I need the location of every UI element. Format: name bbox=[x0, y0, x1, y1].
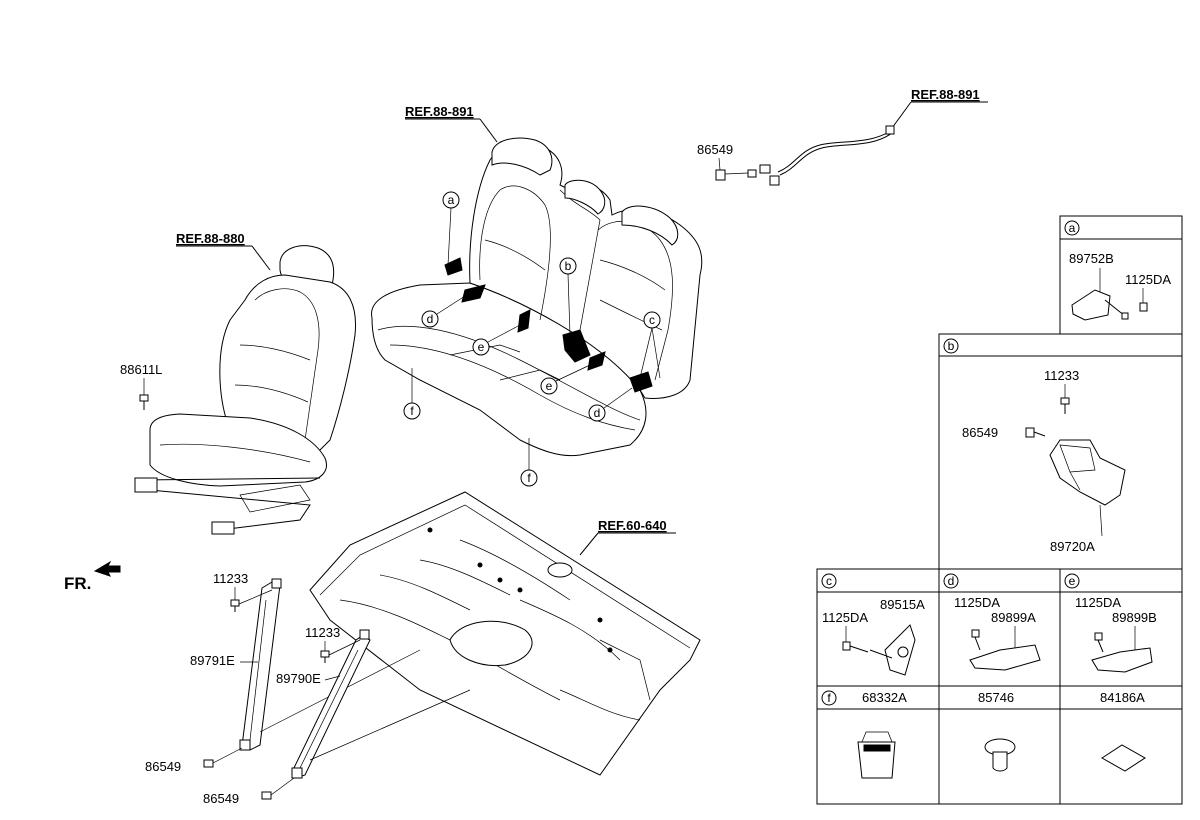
marker-a: a bbox=[442, 191, 460, 266]
svg-text:85746: 85746 bbox=[978, 690, 1014, 705]
seat-markers: a b c d d e e bbox=[403, 191, 661, 487]
detail-panel-e: e 1125DA 89899B bbox=[1059, 568, 1183, 687]
svg-text:e: e bbox=[546, 379, 553, 393]
floor-panel-illustration: REF.60-640 bbox=[309, 491, 701, 776]
svg-text:89752B: 89752B bbox=[1069, 251, 1114, 266]
marker-b: b bbox=[559, 257, 577, 336]
svg-text:11233: 11233 bbox=[305, 625, 340, 640]
svg-text:f: f bbox=[410, 404, 414, 418]
wire-harness: REF.88-891 86549 bbox=[697, 87, 988, 186]
svg-text:84186A: 84186A bbox=[1100, 690, 1145, 705]
svg-text:11233: 11233 bbox=[1044, 368, 1079, 383]
marker-e-2: e bbox=[540, 364, 591, 395]
svg-text:FR.: FR. bbox=[64, 574, 91, 593]
svg-text:88611L: 88611L bbox=[120, 362, 162, 377]
svg-text:d: d bbox=[594, 406, 601, 420]
ref-rear-seat: REF.88-891 bbox=[405, 104, 498, 143]
marker-d-1: d bbox=[421, 295, 466, 328]
svg-text:c: c bbox=[649, 313, 655, 327]
svg-text:e: e bbox=[478, 340, 485, 354]
marker-e-1: e bbox=[472, 324, 521, 356]
detail-panel-b: b 11233 86549 89720A bbox=[938, 333, 1183, 570]
svg-text:68332A: 68332A bbox=[862, 690, 907, 705]
svg-text:89791E: 89791E bbox=[190, 653, 235, 668]
marker-f-1: f bbox=[403, 368, 421, 420]
strap-89791e: 11233 89791E 86549 bbox=[145, 571, 421, 774]
detail-panel-a: a 89752B 1125DA bbox=[1059, 215, 1183, 335]
svg-text:REF.88-891: REF.88-891 bbox=[405, 104, 474, 119]
marker-d-2: d bbox=[588, 387, 633, 422]
svg-text:86549: 86549 bbox=[962, 425, 998, 440]
svg-text:d: d bbox=[948, 574, 955, 588]
detail-panel-f: f 68332A bbox=[816, 685, 940, 805]
marker-f-2: f bbox=[520, 438, 538, 487]
svg-text:b: b bbox=[948, 339, 955, 353]
svg-text:a: a bbox=[1069, 221, 1076, 235]
svg-text:86549: 86549 bbox=[203, 791, 239, 806]
svg-text:86549: 86549 bbox=[145, 759, 181, 774]
svg-text:f: f bbox=[527, 471, 531, 485]
detail-panel-85746: 85746 bbox=[938, 685, 1061, 805]
svg-text:1125DA: 1125DA bbox=[822, 610, 868, 625]
marker-c: c bbox=[639, 311, 661, 379]
detail-panel-84186a: 84186A bbox=[1059, 685, 1183, 805]
strap-89790e: 11233 89790E 86549 bbox=[203, 625, 471, 806]
detail-panel-c: c 1125DA 89515A bbox=[816, 568, 940, 687]
front-direction: FR. bbox=[64, 560, 121, 593]
svg-text:f: f bbox=[827, 691, 831, 705]
svg-text:11233: 11233 bbox=[213, 571, 248, 586]
svg-text:REF.60-640: REF.60-640 bbox=[598, 518, 667, 533]
svg-text:c: c bbox=[826, 574, 832, 588]
rear-seat-illustration bbox=[371, 137, 703, 457]
svg-text:d: d bbox=[427, 312, 434, 326]
svg-text:1125DA: 1125DA bbox=[954, 595, 1000, 610]
front-seat-illustration: REF.88-880 88611L bbox=[120, 231, 357, 535]
svg-text:1125DA: 1125DA bbox=[1075, 595, 1121, 610]
svg-text:b: b bbox=[565, 259, 572, 273]
svg-text:89899B: 89899B bbox=[1112, 610, 1157, 625]
svg-text:1125DA: 1125DA bbox=[1125, 272, 1171, 287]
svg-text:86549: 86549 bbox=[697, 142, 733, 157]
detail-panel-d: d 1125DA 89899A bbox=[938, 568, 1061, 687]
svg-text:89790E: 89790E bbox=[276, 671, 321, 686]
svg-text:89899A: 89899A bbox=[991, 610, 1036, 625]
svg-text:89515A: 89515A bbox=[880, 597, 925, 612]
svg-text:REF.88-891: REF.88-891 bbox=[911, 87, 980, 102]
svg-text:89720A: 89720A bbox=[1050, 539, 1095, 554]
svg-text:a: a bbox=[448, 193, 455, 207]
svg-text:e: e bbox=[1069, 574, 1076, 588]
svg-text:REF.88-880: REF.88-880 bbox=[176, 231, 245, 246]
